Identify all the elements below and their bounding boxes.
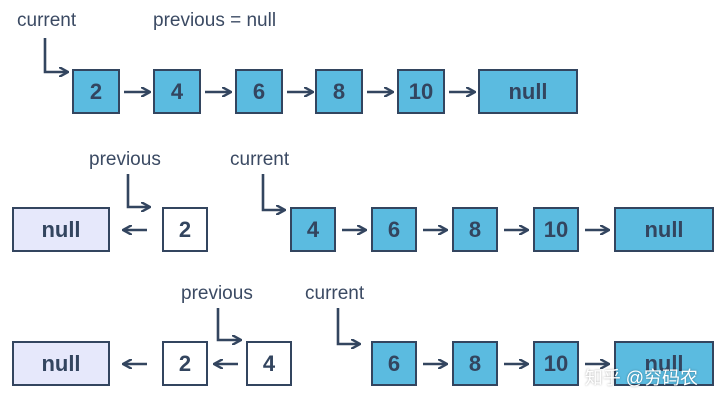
current-label: current: [305, 283, 365, 304]
list-node: 4: [153, 69, 201, 114]
list-node: 10: [533, 341, 579, 386]
reversed-node: 2: [162, 341, 208, 386]
null-node-reversed: null: [12, 207, 110, 252]
current-pointer-arrow: [336, 308, 359, 344]
list-node: 10: [533, 207, 579, 252]
list-node: 4: [290, 207, 336, 252]
list-node: 6: [235, 69, 283, 114]
reversed-node: 4: [246, 341, 292, 386]
watermark: 知乎 @穷码农: [584, 368, 698, 388]
reversed-node: 2: [162, 207, 208, 252]
previous-pointer-arrow: [126, 174, 149, 207]
list-node: 10: [397, 69, 445, 114]
current-label: current: [17, 10, 77, 31]
list-node: 8: [452, 207, 498, 252]
null-node: null: [614, 207, 714, 252]
list-node: 8: [452, 341, 498, 386]
list-node: 6: [371, 341, 417, 386]
null-node-reversed: null: [12, 341, 110, 386]
current-pointer-arrow: [261, 174, 284, 210]
previous-label: previous: [89, 149, 161, 170]
list-node: 6: [371, 207, 417, 252]
null-node: null: [614, 341, 714, 386]
previous-pointer-arrow: [216, 308, 240, 340]
current-pointer-arrow: [43, 38, 67, 72]
current-label: current: [230, 149, 290, 170]
list-node: 8: [315, 69, 363, 114]
list-node: 2: [72, 69, 120, 114]
null-node: null: [478, 69, 578, 114]
previous-label: previous = null: [153, 10, 277, 31]
previous-label: previous: [181, 283, 253, 304]
